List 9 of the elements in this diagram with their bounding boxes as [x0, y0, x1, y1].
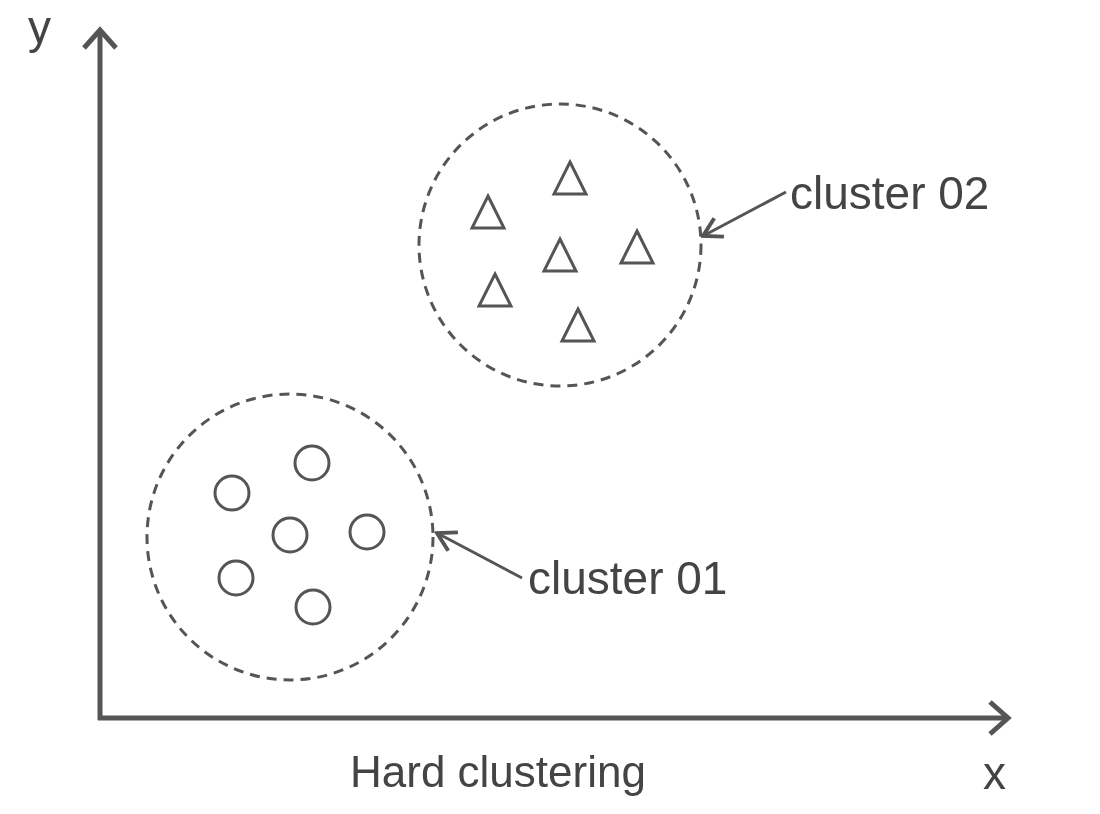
axis-label: x [983, 748, 1006, 799]
axis-label: y [28, 2, 51, 53]
cluster-label: cluster 01 [528, 553, 728, 604]
cluster-boundary-circle [417, 102, 703, 388]
leader-arrow [701, 190, 787, 239]
caption: Hard clustering [350, 748, 646, 797]
cluster-boundary-circle [145, 392, 435, 682]
cluster-label: cluster 02 [790, 168, 990, 219]
leader-arrow [435, 530, 523, 580]
